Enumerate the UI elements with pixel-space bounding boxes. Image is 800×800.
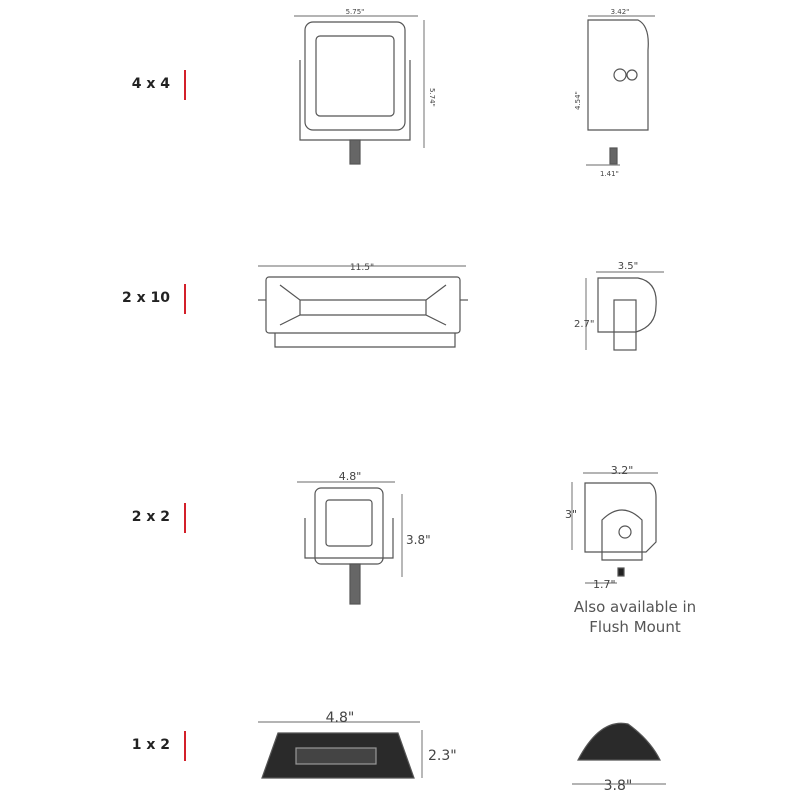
dim-2x10-height: 2.7" [574,319,595,330]
flush-mount-note: Also available in Flush Mount [540,597,730,637]
dim-4x4-height: 5.74" [428,88,436,107]
dim-1x2-width: 4.8" [326,710,355,726]
dim-2x2-width: 4.8" [339,470,362,483]
size-label-2x10: 2 x 10 [121,290,170,306]
dim-4x4-width: 5.75" [346,8,365,16]
dim-2x2-base: 1.7" [593,578,616,591]
dim-1x2-side-width: 3.8" [604,778,633,794]
dim-2x10-depth: 3.5" [618,261,639,272]
accent-bar [184,70,186,100]
light-2x2-front-drawing [297,481,403,605]
accent-bar [184,284,186,314]
size-label-4x4: 4 x 4 [131,76,170,92]
light-2x2-side-drawing [571,472,658,584]
note-line-2: Flush Mount [589,618,681,636]
dim-2x10-width: 11.5" [350,263,374,273]
accent-bar [184,503,186,533]
accent-bar [184,731,186,761]
dim-2x2-side-height: 3" [565,508,577,521]
light-4x4-side-drawing [586,15,655,166]
light-1x2-side-drawing [572,722,666,785]
size-label-2x2: 2 x 2 [131,509,170,525]
dim-2x2-height: 3.8" [406,533,431,547]
size-label-1x2: 1 x 2 [131,737,170,753]
light-4x4-front-drawing [294,15,425,165]
dim-4x4-depth: 3.42" [611,8,630,16]
light-1x2-front-drawing [258,721,423,779]
note-line-1: Also available in [573,598,697,616]
dim-2x2-depth: 3.2" [611,464,634,477]
dim-4x4-base: 1.41" [600,170,619,178]
dim-4x4-mount-height: 4.54" [574,91,582,110]
light-2x10-side-drawing [585,271,664,351]
light-2x10-front-drawing [258,265,468,348]
dim-1x2-height: 2.3" [428,748,457,764]
